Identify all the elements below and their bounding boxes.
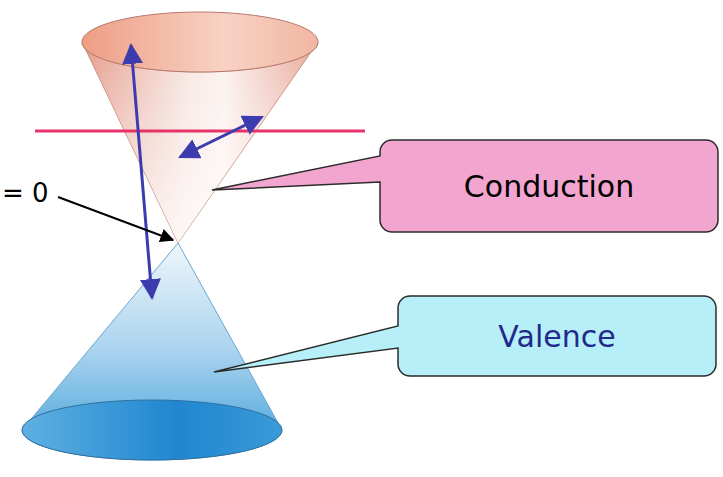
callout-text-area: Conduction xyxy=(380,140,718,232)
callout-box: Conduction xyxy=(380,140,718,232)
callout-text: Conduction xyxy=(464,169,634,204)
callout-text-area: Valence xyxy=(398,296,716,376)
callout-box: Valence xyxy=(398,296,716,376)
energy-label: = 0 xyxy=(2,178,49,208)
callout-text: Valence xyxy=(498,319,615,354)
